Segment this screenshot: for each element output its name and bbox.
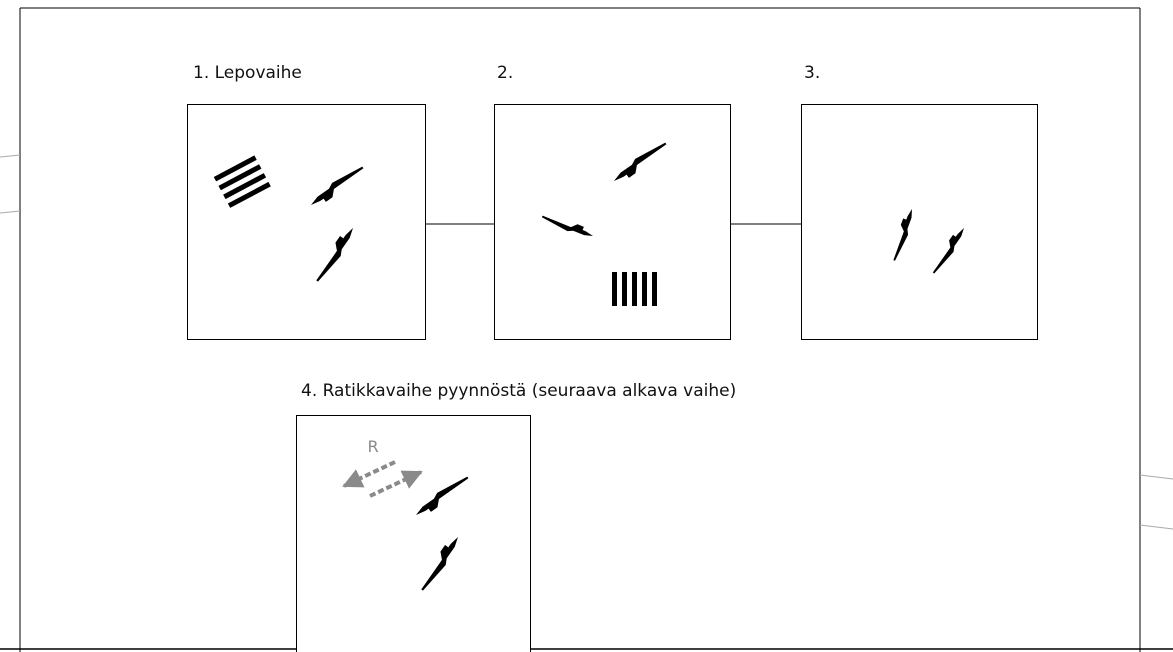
- edge-deco-line: [1139, 524, 1173, 530]
- phase-2-label: 2.: [497, 63, 514, 83]
- phase-3-label: 3.: [804, 63, 821, 83]
- crosswalk-stripes-icon: [612, 272, 657, 306]
- crosswalk-stripes-icon: [213, 155, 271, 208]
- phase-1-label: 1. Lepovaihe: [193, 63, 302, 83]
- phase-4-label: 4. Ratikkavaihe pyynnöstä (seuraava alka…: [301, 381, 737, 401]
- phase-2-box: [494, 104, 731, 340]
- edge-deco-line: [1139, 474, 1173, 480]
- tram-signal-letter: R: [367, 437, 378, 456]
- phase-1-box: [187, 104, 426, 340]
- phase-3-box: [801, 104, 1038, 340]
- edge-deco-line: [0, 210, 21, 214]
- tram-dashed-arrow-icon: [369, 470, 423, 498]
- tram-dashed-arrow-icon: [342, 460, 396, 488]
- phase-4-box: R: [296, 415, 531, 652]
- edge-deco-line: [0, 154, 21, 158]
